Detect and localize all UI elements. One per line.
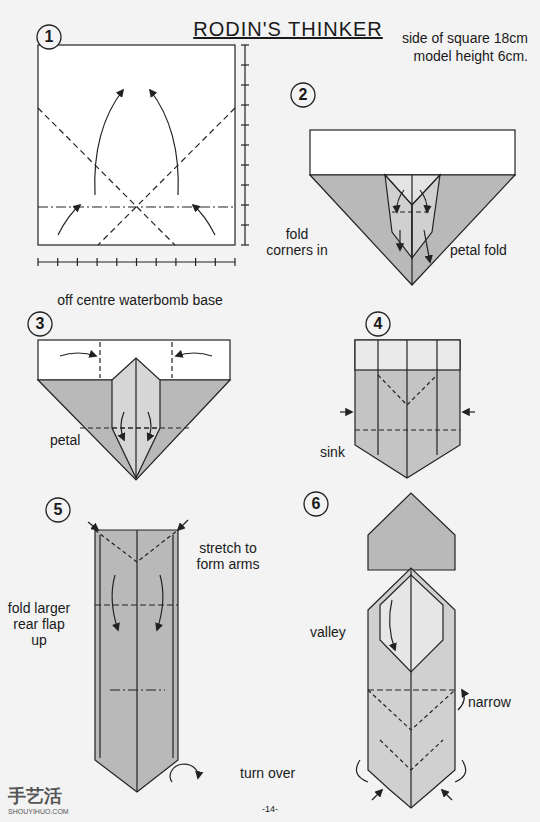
crease-line <box>38 206 235 207</box>
watermark: 手艺活 <box>8 786 62 807</box>
instruction: turn over <box>240 765 295 781</box>
step-caption: off centre waterbomb base <box>57 292 223 308</box>
note: side of square 18cm <box>402 30 528 46</box>
watermark: SHOUYIHUO.COM <box>8 808 69 816</box>
step-number-text: 1 <box>36 24 62 50</box>
instruction: sink <box>320 444 345 460</box>
step-number-text: 3 <box>27 311 53 337</box>
instruction: fold corners in <box>262 226 332 258</box>
step-number: 2 <box>290 82 316 108</box>
paper-square <box>38 45 235 245</box>
ruler <box>38 45 245 262</box>
paper-band <box>310 130 515 175</box>
step-number-text: 4 <box>365 311 391 337</box>
turn-over-symbol <box>170 764 198 782</box>
step-number-text: 2 <box>290 82 316 108</box>
ruler-ticks <box>38 45 249 266</box>
fold-arrows <box>58 90 215 235</box>
petal-flap <box>112 358 160 478</box>
paper-triangle <box>310 175 515 285</box>
step-number: 6 <box>303 491 329 517</box>
crease-lines <box>38 108 235 245</box>
paper-head <box>368 493 455 570</box>
step-number-text: 6 <box>303 491 329 517</box>
step-number: 5 <box>45 497 71 523</box>
paper-body <box>368 568 455 808</box>
instruction: fold larger rear flap up <box>6 600 72 648</box>
note: model height 6cm. <box>414 48 528 64</box>
instruction: narrow <box>468 694 511 710</box>
instruction: stretch to form arms <box>192 540 264 572</box>
step-number: 1 <box>36 24 62 50</box>
title: RODIN'S THINKER <box>193 18 383 41</box>
page-number: -14- <box>262 804 278 814</box>
paper-strip <box>355 340 460 478</box>
step-number: 4 <box>365 311 391 337</box>
step-number: 3 <box>27 311 53 337</box>
step-number-text: 5 <box>45 497 71 523</box>
instruction: petal <box>50 432 80 448</box>
paper-strip <box>95 530 178 792</box>
instruction: petal fold <box>450 242 507 258</box>
instruction: valley <box>310 624 346 640</box>
